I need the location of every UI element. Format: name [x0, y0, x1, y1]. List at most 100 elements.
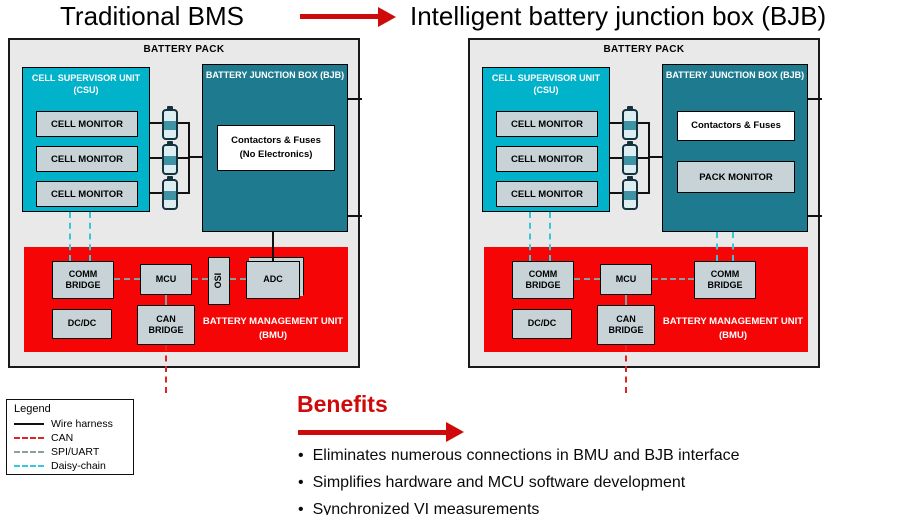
- daisy-chain-line: [69, 212, 71, 261]
- cell-supervisor-unit: CELL SUPERVISOR UNIT (CSU) CELL MONITOR …: [482, 67, 610, 212]
- benefit-item: • Simplifies hardware and MCU software d…: [298, 469, 739, 496]
- battery-cell-icon: [622, 141, 638, 175]
- battery-cell-icon: [162, 106, 178, 140]
- dcdc-box: DC/DC: [52, 309, 112, 339]
- contactors-line2: (No Electronics): [239, 149, 313, 160]
- wire-harness-line: [638, 122, 648, 124]
- spi-uart-line: [114, 278, 140, 280]
- legend-label: SPI/UART: [51, 446, 100, 458]
- battery-pack-label: BATTERY PACK: [143, 44, 225, 55]
- wire-harness-line: [272, 232, 274, 261]
- mcu-box: MCU: [600, 264, 652, 295]
- benefit-item: • Synchronized VI measurements: [298, 496, 739, 515]
- wire-harness-line: [610, 157, 622, 159]
- battery-management-unit: COMM BRIDGE MCU OSI ADC DC/DC CAN BRIDGE…: [24, 247, 348, 352]
- battery-nub: [167, 176, 173, 180]
- spi-uart-swatch: [14, 451, 44, 453]
- wire-harness-line: [648, 156, 662, 158]
- battery-junction-box: BATTERY JUNCTION BOX (BJB) Contactors & …: [662, 64, 808, 232]
- battery-management-unit: COMM BRIDGE MCU COMM BRIDGE DC/DC CAN BR…: [484, 247, 808, 352]
- legend-row: Daisy-chain: [14, 459, 126, 473]
- spi-uart-line: [192, 278, 208, 280]
- legend-row: CAN: [14, 431, 126, 445]
- spi-uart-line: [652, 278, 694, 280]
- battery-band: [624, 121, 636, 130]
- bullet-icon: •: [298, 474, 304, 491]
- bmu-title: BATTERY MANAGEMENT UNIT (BMU): [202, 316, 344, 341]
- legend-title: Legend: [14, 403, 51, 415]
- benefit-text: Synchronized VI measurements: [312, 501, 540, 515]
- legend-label: Daisy-chain: [51, 460, 106, 472]
- contactors-line1: Contactors & Fuses: [231, 134, 321, 146]
- title-intelligent-bjb: Intelligent battery junction box (BJB): [410, 1, 827, 31]
- battery-cell-icon: [162, 176, 178, 210]
- legend-row: Wire harness: [14, 417, 126, 431]
- daisy-chain-line: [89, 212, 91, 261]
- battery-nub: [167, 141, 173, 145]
- wire-harness-line: [808, 98, 822, 100]
- mcu-box: MCU: [140, 264, 192, 295]
- cell-monitor-box: CELL MONITOR: [496, 111, 598, 137]
- dcdc-box: DC/DC: [512, 309, 572, 339]
- daisy-chain-line: [549, 212, 551, 261]
- wire-harness-line: [348, 215, 362, 217]
- benefits-list: • Eliminates numerous connections in BMU…: [298, 442, 739, 515]
- legend: Legend Wire harness CAN SPI/UART Daisy-c…: [6, 399, 134, 475]
- bjb-title: BATTERY JUNCTION BOX (BJB): [665, 70, 805, 80]
- battery-band: [624, 191, 636, 200]
- wire-harness-line: [150, 192, 162, 194]
- battery-pack-label: BATTERY PACK: [603, 44, 685, 55]
- contactors-fuses-box: Contactors & Fuses: [677, 111, 795, 141]
- battery-band: [624, 156, 636, 165]
- comm-bridge-box: COMM BRIDGE: [512, 261, 574, 299]
- wire-harness-line: [178, 122, 188, 124]
- benefits-title: Benefits: [297, 391, 388, 417]
- spi-uart-line: [230, 278, 246, 280]
- benefits-arrow: [298, 430, 446, 435]
- wire-harness-line: [178, 157, 188, 159]
- battery-nub: [627, 106, 633, 110]
- wire-harness-line: [638, 192, 648, 194]
- wire-harness-line: [610, 192, 622, 194]
- can-bridge-box: CAN BRIDGE: [597, 305, 655, 345]
- bjb-title: BATTERY JUNCTION BOX (BJB): [205, 70, 345, 80]
- csu-title: CELL SUPERVISOR UNIT (CSU): [31, 73, 141, 95]
- csu-title: CELL SUPERVISOR UNIT (CSU): [491, 73, 601, 95]
- daisy-chain-line: [732, 232, 734, 261]
- battery-cell-icon: [622, 106, 638, 140]
- cell-monitor-box: CELL MONITOR: [36, 111, 138, 137]
- battery-junction-box: BATTERY JUNCTION BOX (BJB) Contactors & …: [202, 64, 348, 232]
- can-line: [165, 345, 167, 393]
- title-traditional-bms: Traditional BMS: [60, 1, 244, 31]
- wire-harness-line: [348, 98, 362, 100]
- wire-harness-line: [150, 157, 162, 159]
- wire-harness-line: [188, 122, 190, 194]
- osi-box: OSI: [208, 257, 230, 305]
- pack-monitor-box: PACK MONITOR: [677, 161, 795, 193]
- battery-cell-icon: [622, 176, 638, 210]
- comm-bridge-box: COMM BRIDGE: [694, 261, 756, 299]
- cell-monitor-box: CELL MONITOR: [36, 181, 138, 207]
- battery-band: [164, 121, 176, 130]
- wire-harness-swatch: [14, 423, 44, 425]
- wire-harness-line: [648, 122, 650, 194]
- bullet-icon: •: [298, 447, 304, 464]
- battery-nub: [627, 141, 633, 145]
- benefit-text: Simplifies hardware and MCU software dev…: [312, 474, 686, 491]
- legend-label: Wire harness: [51, 418, 113, 430]
- spi-uart-line: [625, 295, 627, 305]
- wire-harness-line: [610, 122, 622, 124]
- benefit-item: • Eliminates numerous connections in BMU…: [298, 442, 739, 469]
- battery-cell-icon: [162, 141, 178, 175]
- daisy-chain-swatch: [14, 465, 44, 467]
- cell-monitor-box: CELL MONITOR: [36, 146, 138, 172]
- spi-uart-line: [574, 278, 600, 280]
- battery-band: [164, 191, 176, 200]
- cell-monitor-box: CELL MONITOR: [496, 146, 598, 172]
- comm-bridge-box: COMM BRIDGE: [52, 261, 114, 299]
- contactors-fuses-box: Contactors & Fuses (No Electronics): [217, 125, 335, 171]
- wire-harness-line: [178, 192, 188, 194]
- wire-harness-line: [188, 156, 202, 158]
- can-line: [625, 345, 627, 393]
